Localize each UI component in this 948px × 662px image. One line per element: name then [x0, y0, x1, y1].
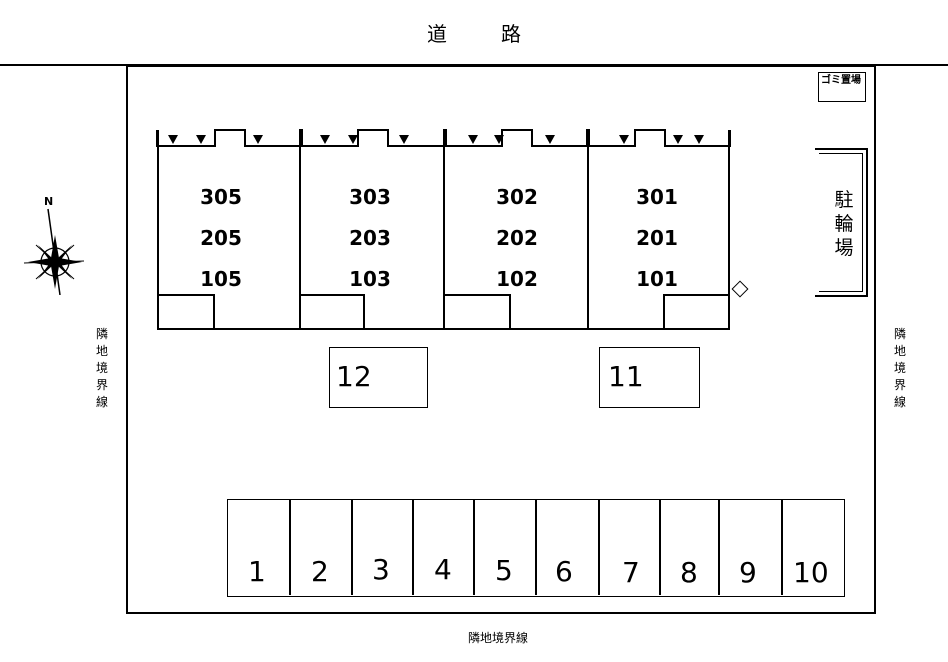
entrance-marker-icon	[673, 135, 683, 144]
bicycle-parking-inner	[819, 153, 863, 292]
unit-separator	[299, 130, 301, 329]
parking-space: 4	[413, 500, 473, 595]
entrance-marker-icon	[545, 135, 555, 144]
parking-space-number: 11	[608, 360, 644, 393]
unit-number: 303	[349, 185, 391, 209]
unit-number: 305	[200, 185, 242, 209]
storage-box	[157, 294, 215, 330]
entrance-marker-icon	[494, 135, 504, 144]
bottom-boundary-label: 隣地境界線	[467, 631, 528, 645]
bicycle-parking-label: 駐輪場	[834, 189, 854, 259]
parking-space: 9	[719, 500, 781, 595]
entrance-marker-icon	[320, 135, 330, 144]
compass-rose-icon	[23, 208, 85, 295]
unit-number: 103	[349, 267, 391, 291]
parking-space: 3	[352, 500, 412, 595]
entrance-marker-icon	[348, 135, 358, 144]
entrance-marker-icon	[168, 135, 178, 144]
parking-space-number: 7	[622, 556, 640, 589]
entrance-marker-icon	[196, 135, 206, 144]
parking-divider	[535, 500, 537, 595]
parking-divider	[718, 500, 720, 595]
parking-divider	[598, 500, 600, 595]
unit-separator	[587, 130, 589, 329]
storage-box	[443, 294, 511, 330]
parking-space: 7	[599, 500, 659, 595]
parking-space: 2	[290, 500, 351, 595]
right-boundary-label: 隣地境界線	[893, 327, 906, 409]
parking-space: 10	[782, 500, 843, 595]
entrance-marker-icon	[253, 135, 263, 144]
site-boundary	[126, 65, 876, 614]
trash-area: ゴミ置場	[818, 72, 866, 102]
parking-space-number: 4	[434, 553, 452, 586]
building-top-stub	[728, 130, 730, 148]
parking-divider	[473, 500, 475, 595]
parking-space-number: 1	[248, 555, 266, 588]
parking-space-number: 6	[555, 555, 573, 588]
unit-number: 202	[496, 226, 538, 250]
parking-space: 1	[228, 500, 289, 595]
parking-space: 6	[536, 500, 598, 595]
parking-space-number: 3	[372, 553, 390, 586]
parking-divider	[412, 500, 414, 595]
parking-divider	[659, 500, 661, 595]
unit-number: 203	[349, 226, 391, 250]
unit-separator	[443, 130, 445, 329]
trash-area-label: ゴミ置場	[821, 75, 861, 86]
parking-space-number: 8	[680, 556, 698, 589]
parking-space: 8	[660, 500, 718, 595]
left-boundary-label: 隣地境界線	[95, 327, 108, 409]
storage-box	[663, 294, 730, 330]
parking-space: 12	[329, 347, 428, 408]
compass-north-label: N	[44, 195, 54, 208]
parking-space-number: 10	[793, 556, 829, 589]
parking-space-number: 2	[311, 555, 329, 588]
unit-number: 101	[636, 267, 678, 291]
entrance-marker-icon	[619, 135, 629, 144]
unit-number: 302	[496, 185, 538, 209]
bicycle-parking: 駐輪場	[815, 148, 868, 297]
parking-space: 11	[599, 347, 700, 408]
unit-number: 301	[636, 185, 678, 209]
building-top-stub	[157, 130, 159, 148]
building-top-edge	[156, 129, 731, 147]
unit-number: 205	[200, 226, 242, 250]
unit-number: 201	[636, 226, 678, 250]
parking-row: 1 2 3 4 5 6 7 8 9 10	[227, 499, 845, 597]
unit-number: 102	[496, 267, 538, 291]
parking-space-number: 5	[495, 554, 513, 587]
entrance-marker-icon	[468, 135, 478, 144]
parking-divider	[351, 500, 353, 595]
unit-number: 105	[200, 267, 242, 291]
parking-space-number: 9	[739, 556, 757, 589]
compass: N	[22, 195, 92, 295]
storage-box	[299, 294, 365, 330]
entrance-marker-icon	[694, 135, 704, 144]
parking-divider	[289, 500, 291, 595]
parking-divider	[781, 500, 783, 595]
road-label: 道路	[427, 22, 575, 46]
parking-space: 5	[474, 500, 535, 595]
entrance-marker-icon	[399, 135, 409, 144]
parking-space-number: 12	[336, 360, 372, 393]
